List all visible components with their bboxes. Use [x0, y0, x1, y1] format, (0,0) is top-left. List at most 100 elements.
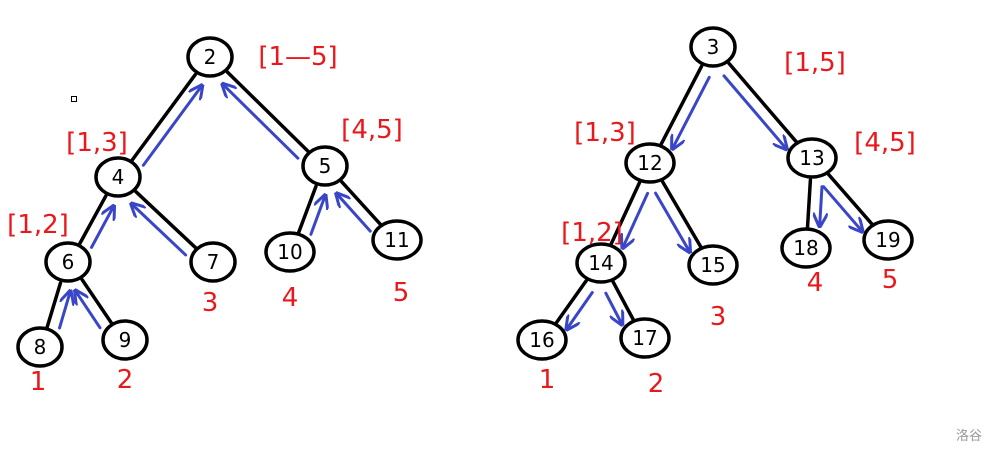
- leaf-index: 3: [202, 288, 219, 318]
- node-circle: [575, 242, 627, 284]
- node-label: 3: [707, 35, 720, 59]
- node-circle: [862, 219, 914, 261]
- tree-node: 9: [101, 319, 149, 361]
- node-label: 19: [875, 228, 900, 252]
- node-circle: [94, 156, 142, 198]
- node-circle: [516, 319, 568, 361]
- tree-node: 12: [624, 142, 676, 184]
- node-label: 15: [700, 253, 725, 277]
- node-label: 4: [112, 165, 125, 189]
- traversal-arrow: [673, 75, 711, 147]
- node-label: 2: [204, 45, 217, 69]
- tree-node: 14: [575, 242, 627, 284]
- tree-edge: [45, 281, 63, 330]
- tree-node: 4: [94, 156, 142, 198]
- watermark-logo: 洛谷: [955, 429, 982, 444]
- traversal-arrow: [820, 185, 822, 225]
- tree-node: 6: [44, 241, 92, 283]
- node-circle: [101, 319, 149, 361]
- tree-edge: [727, 61, 800, 145]
- tree-edge: [225, 70, 311, 154]
- leaf-index: 1: [539, 365, 556, 395]
- tree-node: 7: [189, 241, 237, 283]
- tree-edge: [296, 184, 318, 236]
- leaf-index: 3: [710, 302, 727, 332]
- traversal-arrow: [722, 74, 786, 148]
- tree-edge: [80, 278, 114, 326]
- leaf-index: 1: [30, 367, 47, 397]
- node-label: 8: [34, 335, 47, 359]
- traversal-arrow: [90, 207, 114, 249]
- tree-node: 2: [186, 36, 234, 78]
- tree-node: 5: [301, 145, 349, 187]
- leaf-index: 4: [282, 283, 299, 313]
- traversal-arrow: [623, 191, 650, 246]
- interval-label: [1,5]: [784, 48, 846, 78]
- node-circle: [619, 317, 671, 359]
- tree-edge: [77, 194, 108, 247]
- leaf-index: 4: [807, 268, 824, 298]
- node-circle: [301, 145, 349, 187]
- traversal-arrow: [58, 292, 70, 330]
- node-label: 10: [277, 240, 302, 264]
- node-circle: [371, 219, 423, 261]
- interval-label: [1—5]: [258, 42, 337, 72]
- traversal-arrow: [604, 291, 622, 323]
- node-label: 9: [119, 328, 132, 352]
- leaf-index: 2: [648, 369, 665, 399]
- interval-label: [1,3]: [66, 128, 128, 158]
- tree-node: 8: [16, 326, 64, 368]
- tree-node: 13: [786, 137, 838, 179]
- tree-edge: [339, 180, 384, 228]
- tree-node: 11: [371, 219, 423, 261]
- tree-edge: [660, 179, 704, 250]
- node-circle: [264, 231, 316, 273]
- node-circle: [44, 241, 92, 283]
- node-circle: [186, 36, 234, 78]
- node-circle: [689, 26, 737, 68]
- tree-edge: [553, 278, 589, 326]
- traversal-arrow: [132, 205, 188, 257]
- node-circle: [786, 137, 838, 179]
- traversal-arrow: [224, 85, 300, 160]
- node-label: 5: [319, 154, 332, 178]
- node-circle: [189, 241, 237, 283]
- leaf-index: 5: [882, 265, 899, 295]
- tree-node: 19: [862, 219, 914, 261]
- traversal-arrow: [654, 191, 690, 251]
- node-circle: [16, 326, 64, 368]
- interval-label: [4,5]: [854, 128, 916, 158]
- traversal-arrow: [309, 196, 325, 236]
- tree-edge: [608, 181, 642, 247]
- traversal-arrow: [141, 87, 201, 167]
- interval-label: [4,5]: [341, 115, 403, 145]
- tree-node: 17: [619, 317, 671, 359]
- node-label: 16: [529, 328, 554, 352]
- node-circle: [687, 244, 739, 286]
- tree-edge: [134, 189, 199, 251]
- traversal-arrow: [337, 194, 372, 233]
- tree-edge: [658, 64, 704, 148]
- node-label: 7: [207, 250, 220, 274]
- traversal-arrow: [567, 291, 594, 329]
- node-label: 14: [588, 251, 613, 275]
- tree-edge: [129, 72, 198, 163]
- node-label: 18: [793, 236, 818, 260]
- tree-node: 15: [687, 244, 739, 286]
- tree-node: 3: [689, 26, 737, 68]
- node-label: 12: [637, 151, 662, 175]
- interval-label: [1,2]: [7, 210, 69, 240]
- node-label: 11: [384, 228, 409, 252]
- node-label: 13: [799, 146, 824, 170]
- tree-edge: [805, 178, 813, 230]
- traversal-arrow: [76, 292, 102, 330]
- interval-label: [1,2]: [561, 218, 623, 248]
- node-circle: [780, 227, 832, 269]
- tree-edge: [611, 280, 636, 323]
- node-circle: [624, 142, 676, 184]
- node-label: 6: [62, 250, 75, 274]
- interval-label: [1,3]: [574, 118, 636, 148]
